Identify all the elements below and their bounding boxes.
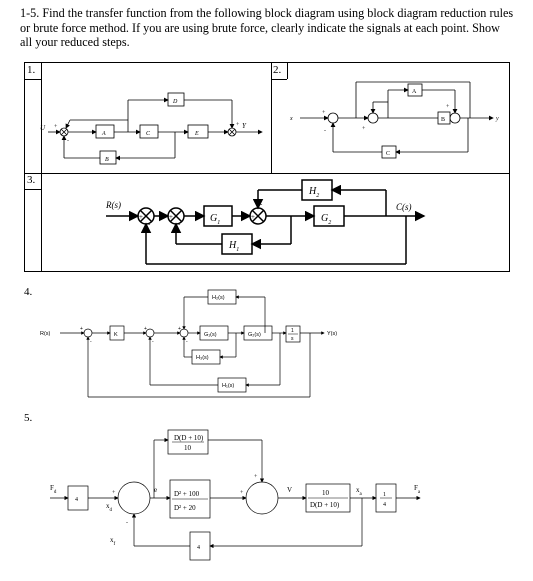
p4-block-k: K [114,332,118,338]
svg-text:Fd: Fd [50,484,57,495]
p3-output: C(s) [396,202,412,212]
p5-sign-plus: + [112,490,116,496]
p4-block-h3: H₃(s) [196,355,209,361]
p5-v: V [287,486,292,494]
p5-mid-den: D² + 20 [174,504,196,512]
problem-2-number: 2. [273,64,282,76]
p2-sign-minus: - [324,128,326,134]
p5-sign-plus-2: + [240,490,244,496]
p4-sign-plus-3: + [178,326,181,332]
p3-sign-plus: + [139,213,143,221]
svg-text:xf: xf [110,536,116,547]
svg-text:H2: H2 [308,186,319,199]
p5-frac-num: 1 [383,492,386,498]
p4-int-num: 1 [291,328,294,334]
p5-feedback: 4 [197,545,200,551]
p1-sign-minus: - [67,138,69,144]
p2-sign-plus-3: + [446,104,450,110]
problem-1-number: 1. [27,64,36,76]
p4-sign-plus-2: + [144,326,147,332]
p3-sign-plus-2: + [169,213,173,221]
problem-4-diagram: R(s) Y(s) K H₂(s) G₁(s) G₂(s) H₃(s) H₁(s… [40,289,337,398]
p5-right-num: 10 [322,489,330,497]
problem-4-number: 4. [24,286,33,298]
p4-sign-minus-3: - [186,339,188,345]
p1-sign-plus: + [54,124,58,130]
p1-block-c: C [146,131,151,137]
p3-sign-plus-3: + [251,213,255,221]
p1-block-a: A [101,131,106,137]
p5-sign-minus: - [126,520,128,526]
p2-output: y [495,116,499,122]
p4-block-h1: H₁(s) [222,383,234,389]
problem-grid [24,62,510,272]
svg-text:Fa: Fa [414,484,421,495]
svg-text:H1: H1 [228,240,239,253]
p4-sign-minus-2: - [152,339,154,345]
p1-block-d: D [172,99,178,105]
p4-int-den: s [291,336,294,342]
p1-sign-plus-2: + [236,122,240,128]
p3-sign-minus-2: - [178,220,181,228]
p2-block-c: C [386,151,390,157]
p2-sign-plus: + [322,110,326,116]
svg-text:xd: xd [106,502,113,513]
p5-xf: x [110,536,114,544]
problem-statement: 1-5. Find the transfer function from the… [20,6,514,49]
p5-mid-num: D² + 100 [174,490,200,498]
problem-3-diagram: R(s) C(s) G1 G2 H2 H1 + + + - - - [105,179,426,265]
p3-sign-minus: - [148,220,151,228]
p4-block-g2: G₂(s) [248,332,261,338]
p5-gain-left: 4 [75,497,78,503]
p5-top-num: D(D + 10) [174,434,204,442]
p5-top-den: 10 [184,444,192,452]
p1-input: U [40,124,46,132]
p3-block-h2: H [308,186,317,197]
p4-input: R(s) [40,331,51,337]
p3-sign-minus-3: - [260,200,263,208]
svg-text:G1: G1 [210,213,220,226]
p2-input: x [289,116,293,122]
p5-e: e [154,486,157,494]
p4-block-h2: H₂(s) [212,295,225,301]
p1-output: Y [242,122,247,130]
p4-sign-minus: - [90,339,92,345]
p2-block-a: A [412,89,417,95]
problem-5-number: 5. [24,412,33,424]
p2-block-b: B [441,117,445,123]
problem-3-number: 3. [27,174,36,186]
p5-xa: x [356,486,360,494]
svg-text:xa: xa [356,486,363,497]
p2-sign-plus-2: + [362,126,366,132]
p5-fd: F [50,484,54,492]
p5-sign-plus-3: + [254,474,258,480]
p5-frac-den: 4 [383,502,386,508]
p3-input: R(s) [105,200,121,210]
p1-block-b: B [105,157,109,163]
problem-2-diagram: x y A B C + + + - [289,81,499,159]
problem-1-diagram: U Y D A C E B + - + [40,92,263,165]
p1-block-e: E [194,131,199,137]
p3-block-h1: H [228,240,237,251]
p3-block-g2: G [321,213,328,224]
p5-right-den: D(D + 10) [310,501,340,509]
p5-fa: F [414,484,418,492]
p4-sign-plus: + [80,326,83,332]
p5-xd: x [106,502,110,510]
p3-block-g1: G [210,213,217,224]
svg-text:G2: G2 [321,213,331,226]
p4-block-g1: G₁(s) [204,332,217,338]
p4-output: Y(s) [327,331,337,337]
problem-5-diagram: Fd 4 xd e xf D(D + 10) 10 D² + 100 D² + … [50,429,421,561]
